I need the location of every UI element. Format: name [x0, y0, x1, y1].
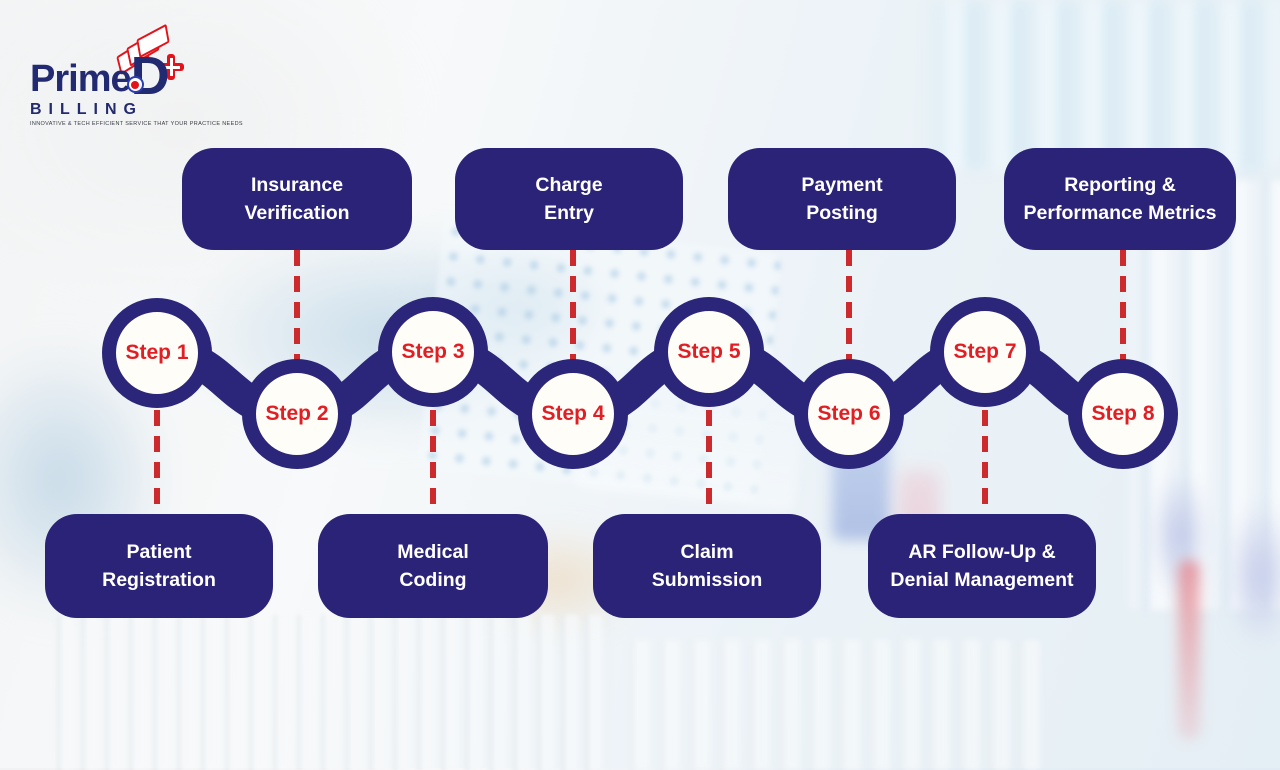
step-label: Step 6 — [817, 402, 881, 425]
connector-step6 — [846, 250, 852, 360]
connector-step8 — [1120, 250, 1126, 360]
logo-badge-icon — [126, 76, 144, 93]
money-cross-icon — [102, 23, 192, 82]
bg-bottom-rack-blur — [620, 640, 1040, 770]
step-label: Step 5 — [677, 340, 741, 363]
stage-reporting-performance-metrics: Reporting &Performance Metrics — [1004, 148, 1236, 250]
step-circle-6: Step 6 — [794, 359, 904, 469]
connector-step7 — [982, 410, 988, 516]
step-circle-8: Step 8 — [1068, 359, 1178, 469]
step-label: Step 3 — [401, 340, 465, 363]
step-circle-4: Step 4 — [518, 359, 628, 469]
connector-step3 — [430, 410, 436, 516]
step-label: Step 2 — [265, 402, 329, 425]
logo-text-prime: Prime — [30, 58, 132, 101]
bg-red-tube-blur — [1178, 560, 1200, 740]
connector-step1 — [154, 410, 160, 516]
step-label: Step 7 — [953, 340, 1017, 363]
step-circle-5: Step 5 — [654, 297, 764, 407]
step-label: Step 1 — [125, 341, 189, 364]
step-label: Step 8 — [1091, 402, 1155, 425]
connector-step2 — [294, 250, 300, 360]
logo-text-d: D — [126, 49, 170, 103]
step-circle-3: Step 3 — [378, 297, 488, 407]
bg-tube-cap-blur — [1225, 500, 1280, 650]
logo-tagline: INNOVATIVE & TECH EFFICIENT SERVICE THAT… — [30, 121, 243, 128]
medical-cross-icon — [158, 54, 184, 80]
step-circle-2: Step 2 — [242, 359, 352, 469]
stage-ar-followup-denial-management: AR Follow-Up &Denial Management — [868, 514, 1096, 618]
bg-top-tubes-blur — [930, 0, 1280, 170]
connector-step5 — [706, 410, 712, 516]
primed-billing-logo: Prime D BILLING INNOVATIVE & TECH EFFICI… — [30, 23, 243, 128]
connector-step4 — [570, 250, 576, 360]
step-circle-7: Step 7 — [930, 297, 1040, 407]
bg-bottom-rack-blur — [50, 615, 610, 770]
step-circle-1: Step 1 — [102, 298, 212, 408]
step-label: Step 4 — [541, 402, 605, 425]
logo-text-billing: BILLING — [30, 101, 143, 119]
